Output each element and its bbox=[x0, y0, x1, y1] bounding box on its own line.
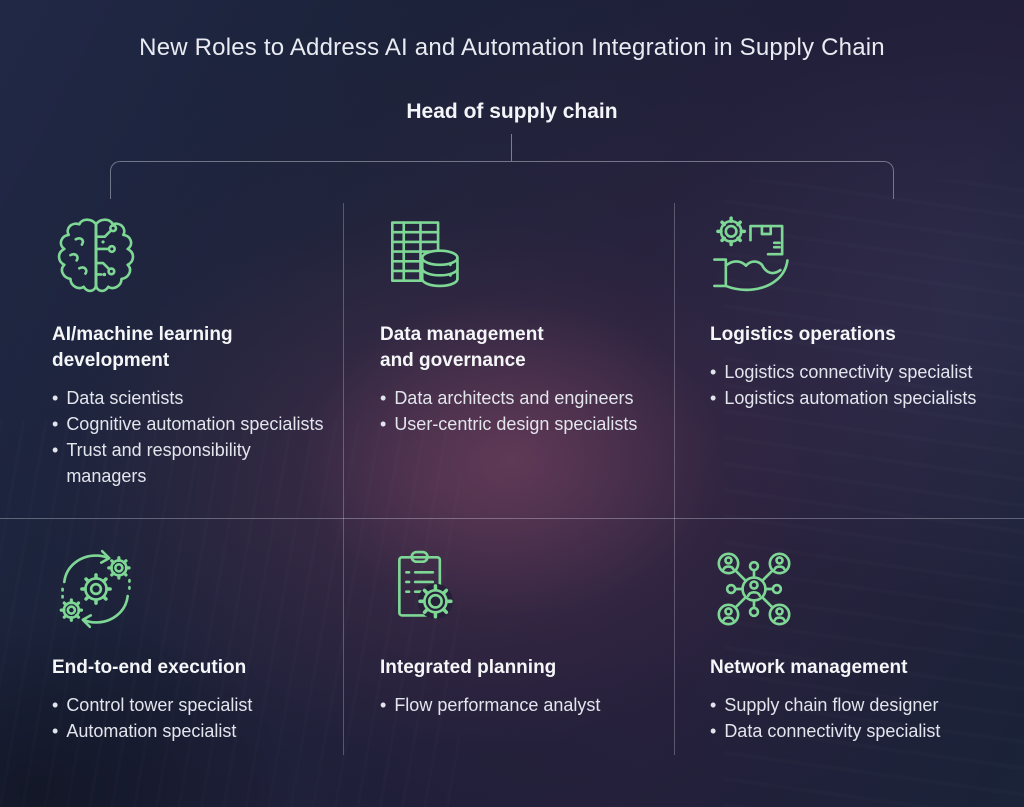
section-end-to-end-execution: End-to-end execution Control tower speci… bbox=[52, 545, 334, 744]
role-list: Supply chain flow designer Data connecti… bbox=[710, 692, 1012, 744]
role-item: Logistics connectivity specialist bbox=[710, 359, 1012, 385]
role-item: Control tower specialist bbox=[52, 692, 334, 718]
role-item: Data architects and engineers bbox=[380, 385, 664, 411]
root-node-label: Head of supply chain bbox=[406, 100, 618, 123]
page-title: New Roles to Address AI and Automation I… bbox=[139, 34, 885, 61]
people-network-icon bbox=[710, 545, 798, 633]
section-integrated-planning: Integrated planning Flow performance ana… bbox=[380, 545, 664, 718]
column-divider bbox=[343, 203, 344, 755]
gears-cycle-icon bbox=[52, 545, 140, 633]
role-item: Data connectivity specialist bbox=[710, 718, 1012, 744]
section-title: End-to-end execution bbox=[52, 657, 247, 678]
role-list: Control tower specialist Automation spec… bbox=[52, 692, 334, 744]
role-item: Supply chain flow designer bbox=[710, 692, 1012, 718]
section-data-management: Data management and governance Data arch… bbox=[380, 212, 664, 437]
section-ai-ml-development: AI/machine learning development Data sci… bbox=[52, 212, 334, 489]
role-item: Flow performance analyst bbox=[380, 692, 664, 718]
connector-stem bbox=[511, 134, 512, 161]
role-list: Logistics connectivity specialist Logist… bbox=[710, 359, 1012, 411]
role-item: Data scientists bbox=[52, 385, 334, 411]
connector-bracket bbox=[110, 161, 894, 199]
section-title: Network management bbox=[710, 657, 908, 678]
role-item: User-centric design specialists bbox=[380, 411, 664, 437]
role-list: Data scientists Cognitive automation spe… bbox=[52, 385, 334, 489]
section-title: Data management and governance bbox=[380, 324, 544, 371]
role-item: Automation specialist bbox=[52, 718, 334, 744]
clipboard-gear-icon bbox=[380, 545, 468, 633]
column-divider bbox=[674, 203, 675, 755]
role-item: Cognitive automation specialists bbox=[52, 411, 334, 437]
hand-box-gear-icon bbox=[710, 212, 798, 300]
brain-circuit-icon bbox=[52, 212, 140, 300]
section-title: Integrated planning bbox=[380, 657, 557, 678]
row-divider bbox=[0, 518, 1024, 519]
section-title: Logistics operations bbox=[710, 324, 896, 345]
role-item: Trust and responsibility managers bbox=[52, 437, 334, 489]
role-item: Logistics automation specialists bbox=[710, 385, 1012, 411]
section-logistics-operations: Logistics operations Logistics connectiv… bbox=[710, 212, 1012, 411]
section-network-management: Network management Supply chain flow des… bbox=[710, 545, 1012, 744]
section-title: AI/machine learning development bbox=[52, 324, 233, 371]
table-database-icon bbox=[380, 212, 468, 300]
role-list: Data architects and engineers User-centr… bbox=[380, 385, 664, 437]
role-list: Flow performance analyst bbox=[380, 692, 664, 718]
